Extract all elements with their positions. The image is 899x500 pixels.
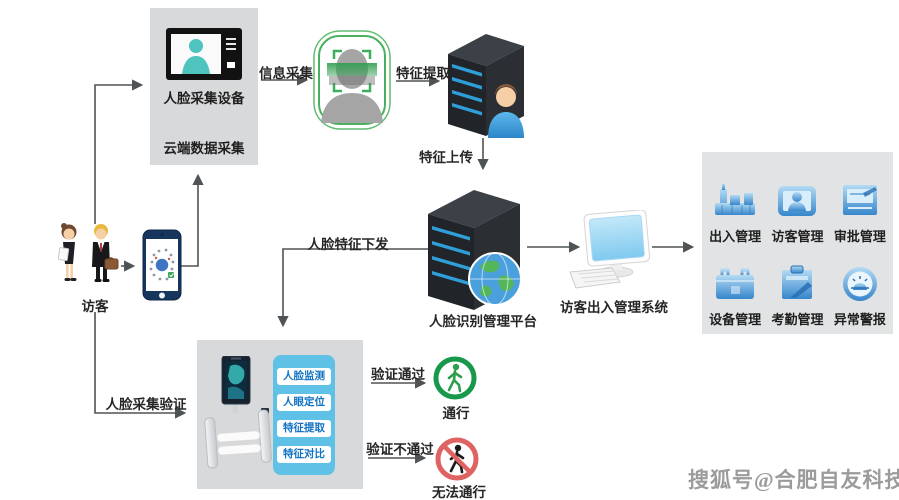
visitor-badge-icon	[778, 186, 817, 216]
cloud-capture-label: 云端数据采集	[163, 141, 245, 156]
step-eye-locate: 人眼定位	[277, 394, 331, 411]
feature-extract-label: 特征提取	[396, 66, 450, 81]
device-icon	[716, 268, 755, 299]
fail-label: 无法通行	[432, 485, 486, 500]
face-terminal-icon	[221, 356, 251, 413]
step-feature-compare: 特征对比	[277, 446, 331, 463]
pass-walk-icon	[433, 356, 477, 400]
management-computer-icon	[569, 210, 651, 289]
panel-label-alarm: 异常警报	[833, 312, 886, 327]
capture-device-label: 人脸采集设备	[163, 91, 245, 106]
globe-icon	[468, 252, 522, 306]
platform-label: 人脸识别管理平台	[429, 314, 537, 329]
attendance-clipboard-icon	[782, 265, 813, 299]
verify-fail-label: 验证不通过	[366, 442, 434, 457]
gate-icon	[715, 184, 756, 215]
panel-item-visitor: 访客管理	[766, 162, 828, 245]
turnstile-gate-icon	[204, 408, 272, 469]
verify-pass-label: 验证通过	[371, 367, 425, 382]
panel-item-access: 出入管理	[704, 162, 766, 245]
panel-item-attendance: 考勤管理	[766, 245, 828, 328]
watermark-text: 搜狐号@合肥自友科技	[688, 468, 899, 492]
visitors-label: 访客	[81, 299, 109, 314]
panel-item-alarm: 异常警报	[829, 245, 891, 328]
panel-label-access: 出入管理	[709, 229, 762, 244]
face-scan-icon	[313, 30, 391, 130]
system-label: 访客出入管理系统	[560, 300, 668, 315]
info-collect-label: 信息采集	[259, 66, 313, 81]
pass-label: 通行	[442, 406, 470, 421]
capture-verify-label: 人脸采集验证	[105, 397, 187, 412]
approval-doc-icon	[842, 185, 877, 215]
visitors-icon	[57, 223, 119, 282]
feature-dispatch-label: 人脸特征下发	[307, 237, 389, 252]
management-panel: 出入管理 访客管理 审批管理	[702, 152, 893, 334]
no-entry-walk-icon	[435, 437, 479, 481]
cloud-capture-box: 人脸采集设备 云端数据采集	[150, 8, 258, 165]
panel-label-approval: 审批管理	[833, 229, 886, 244]
panel-item-approval: 审批管理	[829, 162, 891, 245]
edge-visitor-to-capture	[94, 79, 144, 224]
panel-label-device: 设备管理	[709, 312, 762, 327]
capture-server-icon	[448, 34, 524, 136]
gate-verification-box: 人脸监测 人眼定位 特征提取 特征对比	[197, 340, 363, 489]
phone-qr-icon	[142, 229, 182, 301]
camera-monitor-icon	[166, 28, 242, 80]
step-face-detect: 人脸监测	[277, 368, 331, 385]
edge-feature-dispatch	[277, 248, 428, 328]
alarm-icon	[842, 267, 877, 301]
edge-phone-to-capture	[178, 173, 204, 267]
feature-upload-label: 特征上传	[419, 150, 473, 165]
panel-item-device: 设备管理	[704, 245, 766, 328]
step-feature-extract: 特征提取	[277, 420, 331, 437]
edge-capture-verify	[94, 312, 187, 419]
panel-label-visitor: 访客管理	[771, 229, 824, 244]
panel-label-attendance: 考勤管理	[771, 312, 824, 327]
operator-person-icon	[488, 84, 524, 138]
recognition-steps-panel: 人脸监测 人眼定位 特征提取 特征对比	[273, 355, 335, 475]
